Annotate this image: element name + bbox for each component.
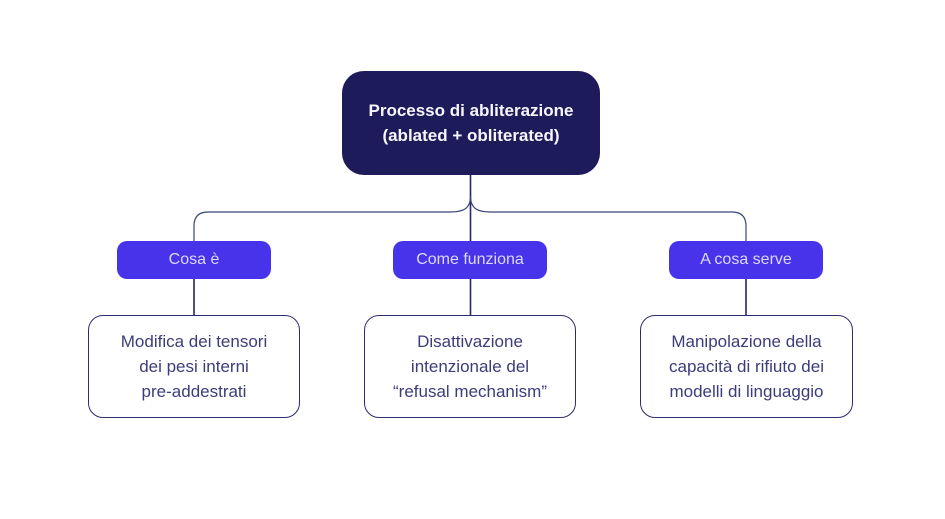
detail-line: intenzionale del [410,357,530,376]
branch-label-come-funziona: Come funziona [393,241,547,279]
root-node: Processo di abliterazione (ablated + obl… [342,71,600,175]
detail-line: capacità di rifiuto dei [669,357,824,376]
left-branch-connector [193,195,472,241]
detail-line: dei pesi interni [139,357,249,376]
branch-detail-cosa-e: Modifica dei tensori dei pesi interni pr… [88,315,300,418]
detail-line: Modifica dei tensori [120,332,268,351]
detail-line: Manipolazione della [671,332,822,351]
branch-label-a-cosa-serve: A cosa serve [669,241,823,279]
root-node-title-line2: (ablated + obliterated) [382,126,560,145]
root-node-title-line1: Processo di abliterazione [368,101,574,120]
branch-detail-come-funziona: Disattivazione intenzionale del “refusal… [364,315,576,418]
detail-line: modelli di linguaggio [669,382,824,401]
branch-detail-a-cosa-serve: Manipolazione della capacità di rifiuto … [640,315,853,418]
detail-line: “refusal mechanism” [393,382,547,401]
detail-line: pre-addestrati [141,382,247,401]
detail-line: Disattivazione [417,332,523,351]
branch-label-text: Cosa è [168,251,220,268]
branch-label-cosa-e: Cosa è [117,241,271,279]
branch-label-text: Come funziona [416,251,524,268]
branch-label-text: A cosa serve [700,251,792,268]
right-branch-connector [469,195,747,241]
